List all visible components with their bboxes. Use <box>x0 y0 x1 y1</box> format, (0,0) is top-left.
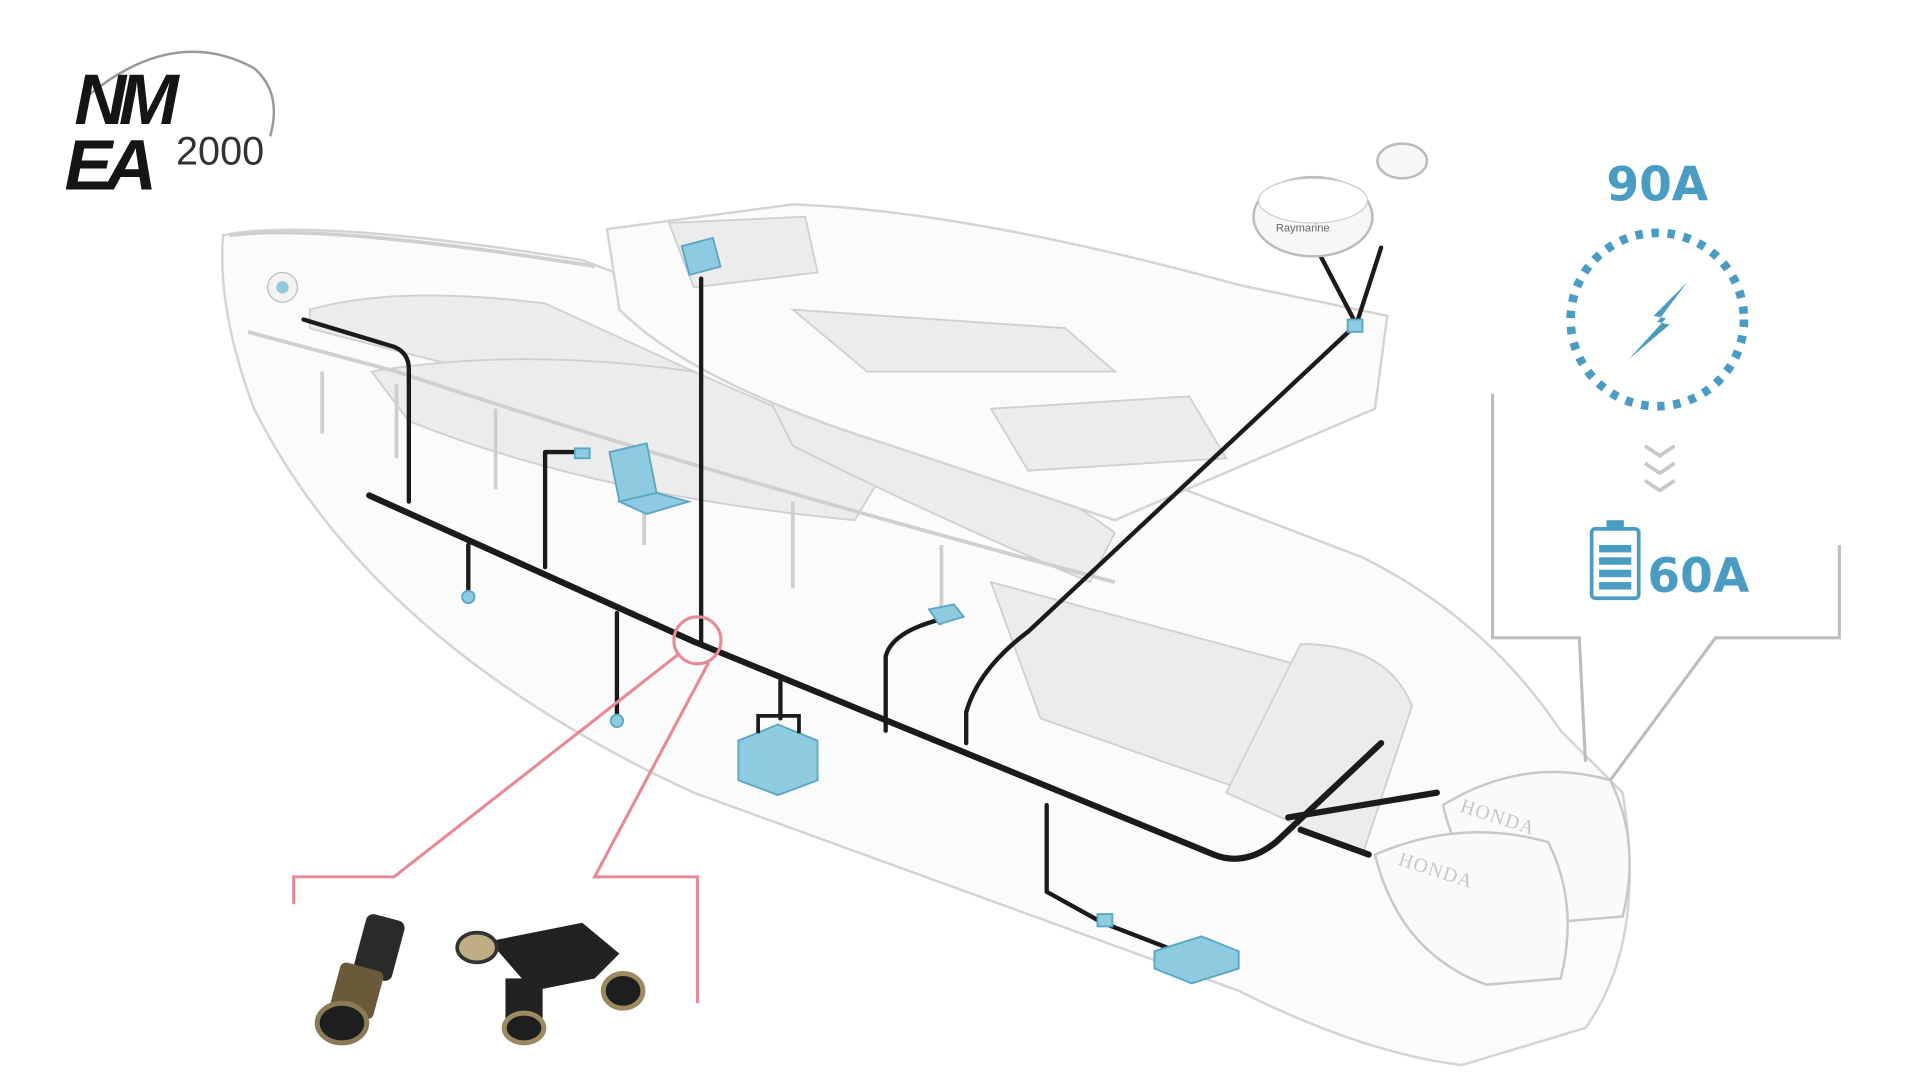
radar-dome: Raymarine <box>1252 175 1374 258</box>
tee-connector <box>1096 913 1114 928</box>
nmea-backbone-cable <box>366 492 1440 862</box>
radar-brand: Raymarine <box>1276 223 1330 235</box>
connector-callout <box>292 615 723 1004</box>
power-info: 90A 60A <box>1491 158 1841 782</box>
micro-c-connector <box>314 914 405 1046</box>
logo-line2: EA <box>65 125 152 205</box>
bow-light <box>267 271 299 303</box>
lightning-icon <box>1628 282 1688 360</box>
source-current-label: 90A <box>1606 158 1708 213</box>
battery-current-label: 60A <box>1647 549 1749 604</box>
sensor-device <box>927 603 966 626</box>
chevron-down-icon <box>1643 444 1676 493</box>
tee-connector <box>1346 318 1364 333</box>
laptop-device <box>573 442 693 515</box>
nmea2000-logo: NM EA 2000 <box>65 50 276 205</box>
terminator <box>461 589 476 605</box>
boat-hull <box>220 203 1631 1067</box>
engine-bracket <box>1491 393 1588 762</box>
gps-antenna <box>1376 142 1429 180</box>
battery-icon <box>1589 520 1641 601</box>
devices: Raymarine <box>267 142 1429 985</box>
outboard-engines: HONDA HONDA <box>1373 770 1631 986</box>
logo-line1: NM <box>74 60 180 140</box>
engine-starboard: HONDA <box>1373 831 1569 986</box>
engine-bracket <box>1608 544 1841 782</box>
chartplotter-device <box>680 236 722 277</box>
power-ring <box>1566 228 1749 411</box>
logo-suffix: 2000 <box>176 130 264 174</box>
tee-connector-photo <box>455 922 646 1046</box>
battery-box-device <box>737 714 819 797</box>
engine-gateway-device <box>1153 935 1240 985</box>
terminator <box>609 713 625 728</box>
